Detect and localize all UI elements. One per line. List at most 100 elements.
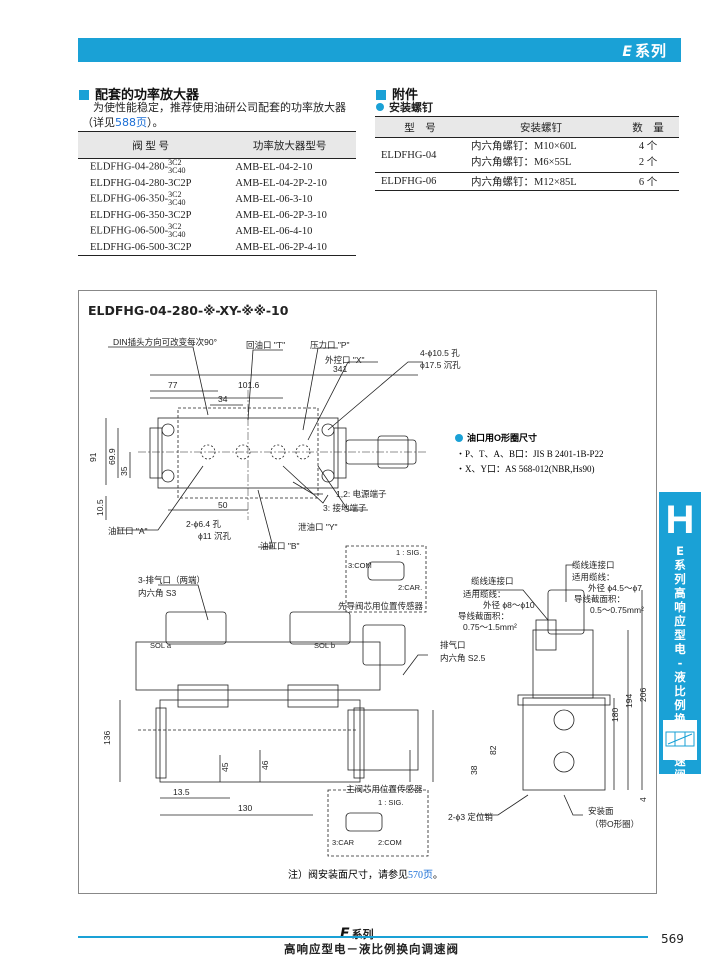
- label-holes: 4-ϕ10.5 孔: [420, 348, 460, 358]
- label-port-y: 泄油口 "Y": [298, 522, 338, 532]
- valve-model: ELDFHG-04-280-: [90, 161, 169, 173]
- suffix-bottom: 3C40: [168, 230, 186, 239]
- suffix-top: 3C2: [168, 222, 182, 231]
- col-valve: 阀 型 号: [78, 131, 224, 159]
- end-cap-right: [333, 427, 347, 479]
- amplifier-title: 配套的功率放大器: [95, 88, 200, 103]
- sensor-plug: [367, 561, 405, 581]
- amplifier-model-cell: AMB-EL-04-2P-2-10: [235, 177, 327, 189]
- dim-136: 136: [102, 731, 112, 745]
- table-row: ELDFHG-06 内六角螺钉：M12×85L 6 个: [375, 173, 679, 191]
- dim-91: 91: [88, 452, 98, 462]
- label-hex-s25: 内六角 S2.5: [440, 653, 486, 663]
- label-power: 1,2: 电源端子: [336, 489, 387, 499]
- side-body: [522, 697, 606, 791]
- label-port-a: 油缸口 "A": [108, 526, 148, 536]
- mount-hole: [321, 469, 335, 483]
- qty-cell: 6 个: [638, 177, 658, 188]
- leader-line: [478, 794, 529, 816]
- tab-char: 例: [674, 698, 686, 712]
- accessory-subheading: 安装螺钉: [376, 99, 433, 115]
- amplifier-model-cell: AMB-EL-06-3-10: [235, 193, 313, 205]
- amplifier-model-cell: AMB-EL-06-2P-4-10: [223, 239, 356, 256]
- leader-line: [257, 489, 274, 548]
- accessory-subtitle: 安装螺钉: [389, 101, 433, 114]
- label-locating-pin: 2-ϕ3 定位销: [448, 812, 493, 822]
- label-cable-area-1v: 0.75～1.5mm²: [463, 622, 517, 632]
- page-link[interactable]: 588页: [115, 116, 147, 129]
- mount-hole: [321, 423, 335, 437]
- label-port-p: 压力口 "P": [310, 340, 350, 350]
- tab-letter: H: [665, 498, 695, 542]
- tab-char: 系: [674, 558, 686, 572]
- dim-13-5: 13.5: [173, 787, 190, 797]
- model-cell: ELDFHG-04: [381, 149, 437, 161]
- tab-char: 电: [674, 642, 686, 656]
- body-cap: [155, 707, 167, 779]
- accessory-table: 型 号 安装螺钉 数 量 ELDFHG-04 内六角螺钉：M10×60L 内六角…: [375, 116, 679, 191]
- circle-bullet-icon: [455, 434, 463, 442]
- note-page-link[interactable]: 570页: [408, 869, 433, 881]
- dim-77: 77: [168, 380, 178, 390]
- label-port-x: 外控口 "X": [325, 355, 365, 365]
- mount-hole: [161, 469, 175, 483]
- label-pin-hole: 2-ϕ6.4 孔: [186, 519, 221, 529]
- dim-38: 38: [469, 765, 479, 775]
- amplifier-model-cell: AMB-EL-06-2P-3-10: [235, 209, 327, 221]
- din-connector: [362, 624, 406, 666]
- label-vent: 排气口: [440, 640, 466, 650]
- dim-101-6: 101.6: [238, 380, 260, 390]
- label-cable-fit-2: 适用缆线：: [572, 572, 615, 582]
- screw-line: 内六角螺钉：M10×60L: [471, 141, 577, 152]
- label-oring-1: ・P、T、A、B口：JIS B 2401-1B-P22: [456, 449, 604, 459]
- technical-drawing: DIN插头方向可改变每次90° 回油口 "T" 压力口 "P" 外控口 "X" …: [88, 337, 648, 881]
- valve-model-cell: ELDFHG-04-280-3C2P: [78, 175, 223, 191]
- dim-34: 34: [218, 394, 228, 404]
- main-spool-end: [287, 684, 339, 708]
- circle-bullet-icon: [376, 103, 384, 111]
- col-amp: 功率放大器型号: [223, 131, 356, 159]
- note-suffix: 。: [433, 870, 443, 881]
- label-sig-2: 1 : SIG.: [378, 798, 403, 807]
- qty-line: 2 个: [638, 157, 658, 168]
- drawing-title: ELDFHG-04-280-※-XY-※※-10: [88, 303, 289, 318]
- side-solenoid: [535, 619, 557, 651]
- mounting-note: 注）阀安装面尺寸，请参见570页。: [288, 868, 443, 881]
- amplifier-heading: 配套的功率放大器: [79, 84, 199, 103]
- footer-series-label: 系列: [351, 928, 374, 941]
- tab-char: 阀: [674, 768, 686, 782]
- tab-char: 列: [674, 572, 686, 586]
- square-bullet-icon: [79, 90, 89, 100]
- brand-logo: E: [340, 926, 350, 942]
- table-row: ELDFHG-04 内六角螺钉：M10×60L 内六角螺钉：M6×55L 4 个…: [375, 138, 679, 173]
- dim-130: 130: [238, 803, 252, 813]
- dim-10-5: 10.5: [95, 499, 105, 516]
- leader-line: [402, 654, 428, 676]
- model-cell: ELDFHG-06: [381, 176, 437, 187]
- accessory-title: 附件: [392, 88, 419, 103]
- accessory-heading: 附件: [376, 84, 418, 103]
- amplifier-desc-2: （详见588页）。: [82, 114, 164, 130]
- label-din: DIN插头方向可改变每次90°: [113, 337, 217, 347]
- page-number: 569: [661, 932, 684, 946]
- mount-hole: [161, 423, 175, 437]
- footer-rule: [78, 936, 648, 938]
- screws-cell: 内六角螺钉：M10×60L 内六角螺钉：M6×55L: [465, 138, 617, 173]
- pilot-sensor-box: [345, 545, 427, 613]
- label-port-t: 回油口 "T": [246, 340, 285, 350]
- dim-46: 46: [260, 760, 270, 770]
- suffix-bottom: 3C40: [168, 198, 186, 207]
- leader-line: [563, 794, 583, 816]
- leader-line: [302, 347, 338, 431]
- leader-line: [565, 564, 573, 602]
